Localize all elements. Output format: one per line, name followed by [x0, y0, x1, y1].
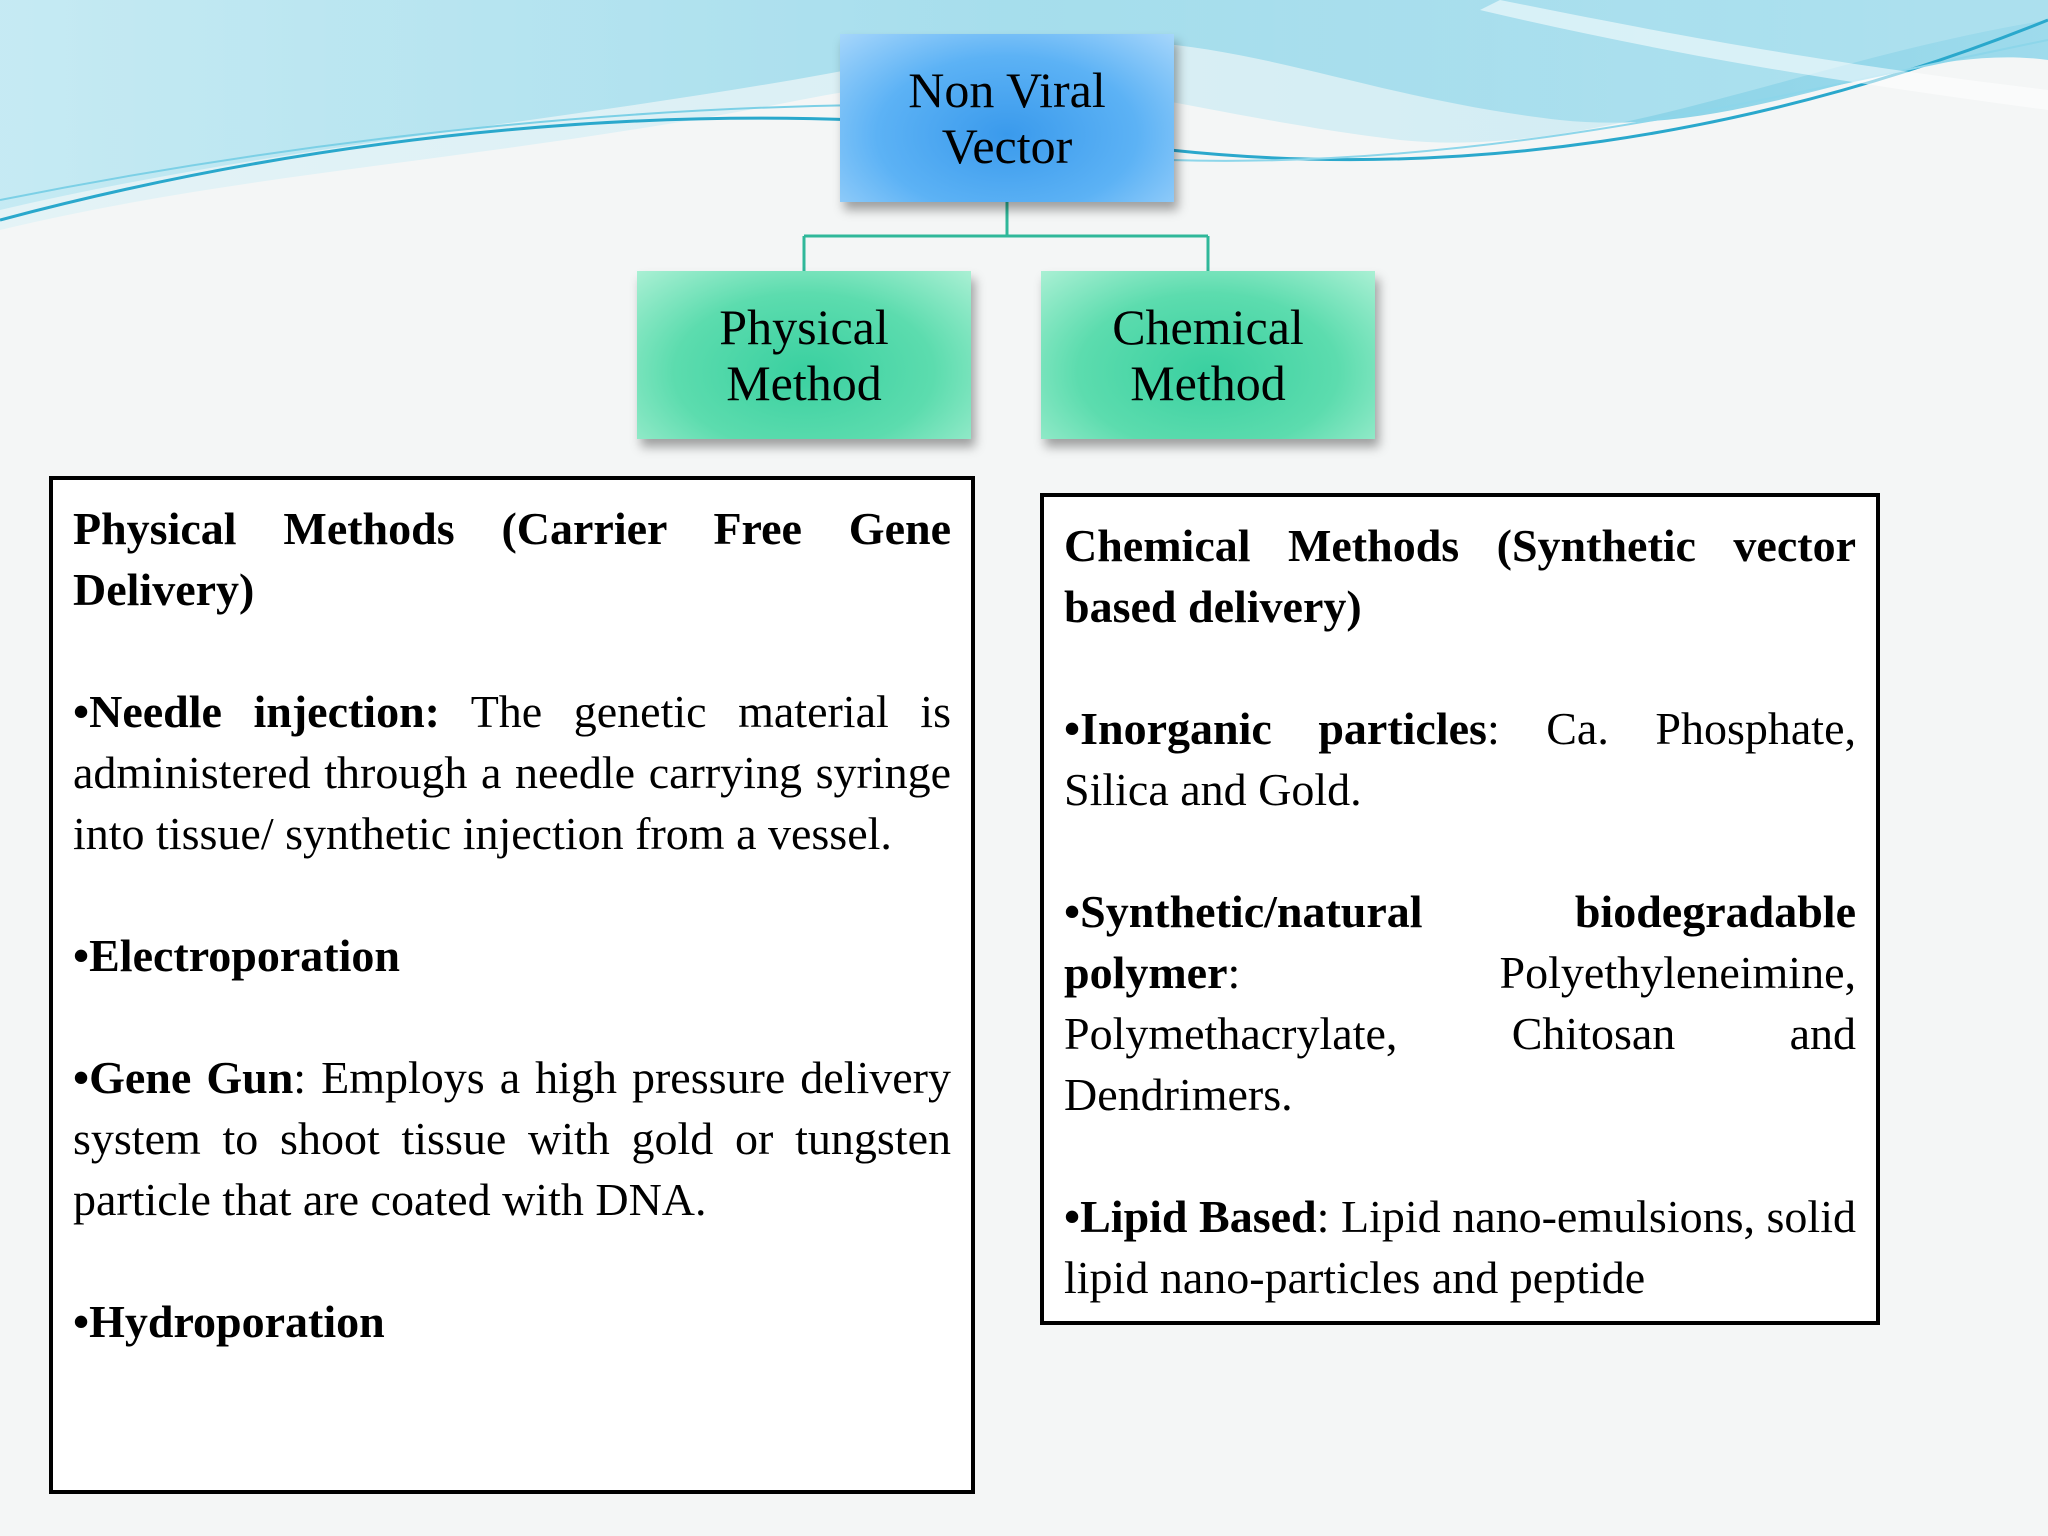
list-item: •Needle injection: The genetic material …: [73, 681, 951, 864]
list-item: •Lipid Based: Lipid nano-emulsions, soli…: [1064, 1186, 1856, 1308]
wave-fill-light: [0, 0, 2048, 230]
list-item: •Hydroporation: [73, 1291, 951, 1352]
node-label-line: Chemical: [1112, 299, 1304, 355]
list-item: •Gene Gun: Employs a high pressure deliv…: [73, 1047, 951, 1230]
list-item: •Inorganic particles: Ca. Phosphate, Sil…: [1064, 698, 1856, 820]
wave-line-4: [1169, 39, 2048, 162]
box-title: Chemical Methods (Synthetic vector based…: [1064, 520, 1856, 632]
item-desc: : Lipid nano-emulsions, solid lipid nano…: [1064, 1191, 1856, 1303]
node-chemical-method: Chemical Method: [1041, 271, 1375, 439]
item-term: •Gene Gun: [73, 1052, 294, 1103]
wave-line-1: [0, 116, 861, 222]
item-desc: : Polyethyleneimine, Polymethacrylate, C…: [1064, 947, 1856, 1120]
item-term: •Electroporation: [73, 930, 400, 981]
item-term: •Synthetic/natural biodegradable polymer: [1064, 886, 1856, 998]
node-label-line: Physical: [719, 299, 889, 355]
node-physical-method: Physical Method: [637, 271, 971, 439]
item-desc: : Employs a high pressure delivery syste…: [73, 1052, 952, 1225]
node-label-line: Non Viral: [908, 62, 1106, 118]
wave-band-right: [1480, 0, 2048, 110]
item-desc: The genetic material is administered thr…: [73, 686, 951, 859]
item-term: •Hydroporation: [73, 1296, 385, 1347]
list-item: •Electroporation: [73, 925, 951, 986]
box-title: Physical Methods (Carrier Free Gene Deli…: [73, 503, 951, 615]
node-label-line: Vector: [941, 118, 1073, 174]
physical-methods-box: Physical Methods (Carrier Free Gene Deli…: [49, 476, 975, 1494]
chemical-methods-box: Chemical Methods (Synthetic vector based…: [1040, 493, 1880, 1325]
connector-lines: [802, 202, 1210, 271]
node-label-line: Method: [1130, 355, 1286, 411]
node-non-viral-vector: Non Viral Vector: [840, 34, 1174, 202]
list-item: •Synthetic/natural biodegradable polymer…: [1064, 881, 1856, 1125]
item-desc: : Ca. Phosphate, Silica and Gold.: [1064, 703, 1856, 815]
wave-line-2: [0, 104, 861, 201]
item-term: •Inorganic particles: [1064, 703, 1487, 754]
node-label-line: Method: [726, 355, 882, 411]
item-term: •Lipid Based: [1064, 1191, 1317, 1242]
item-term: •Needle injection:: [73, 686, 440, 737]
